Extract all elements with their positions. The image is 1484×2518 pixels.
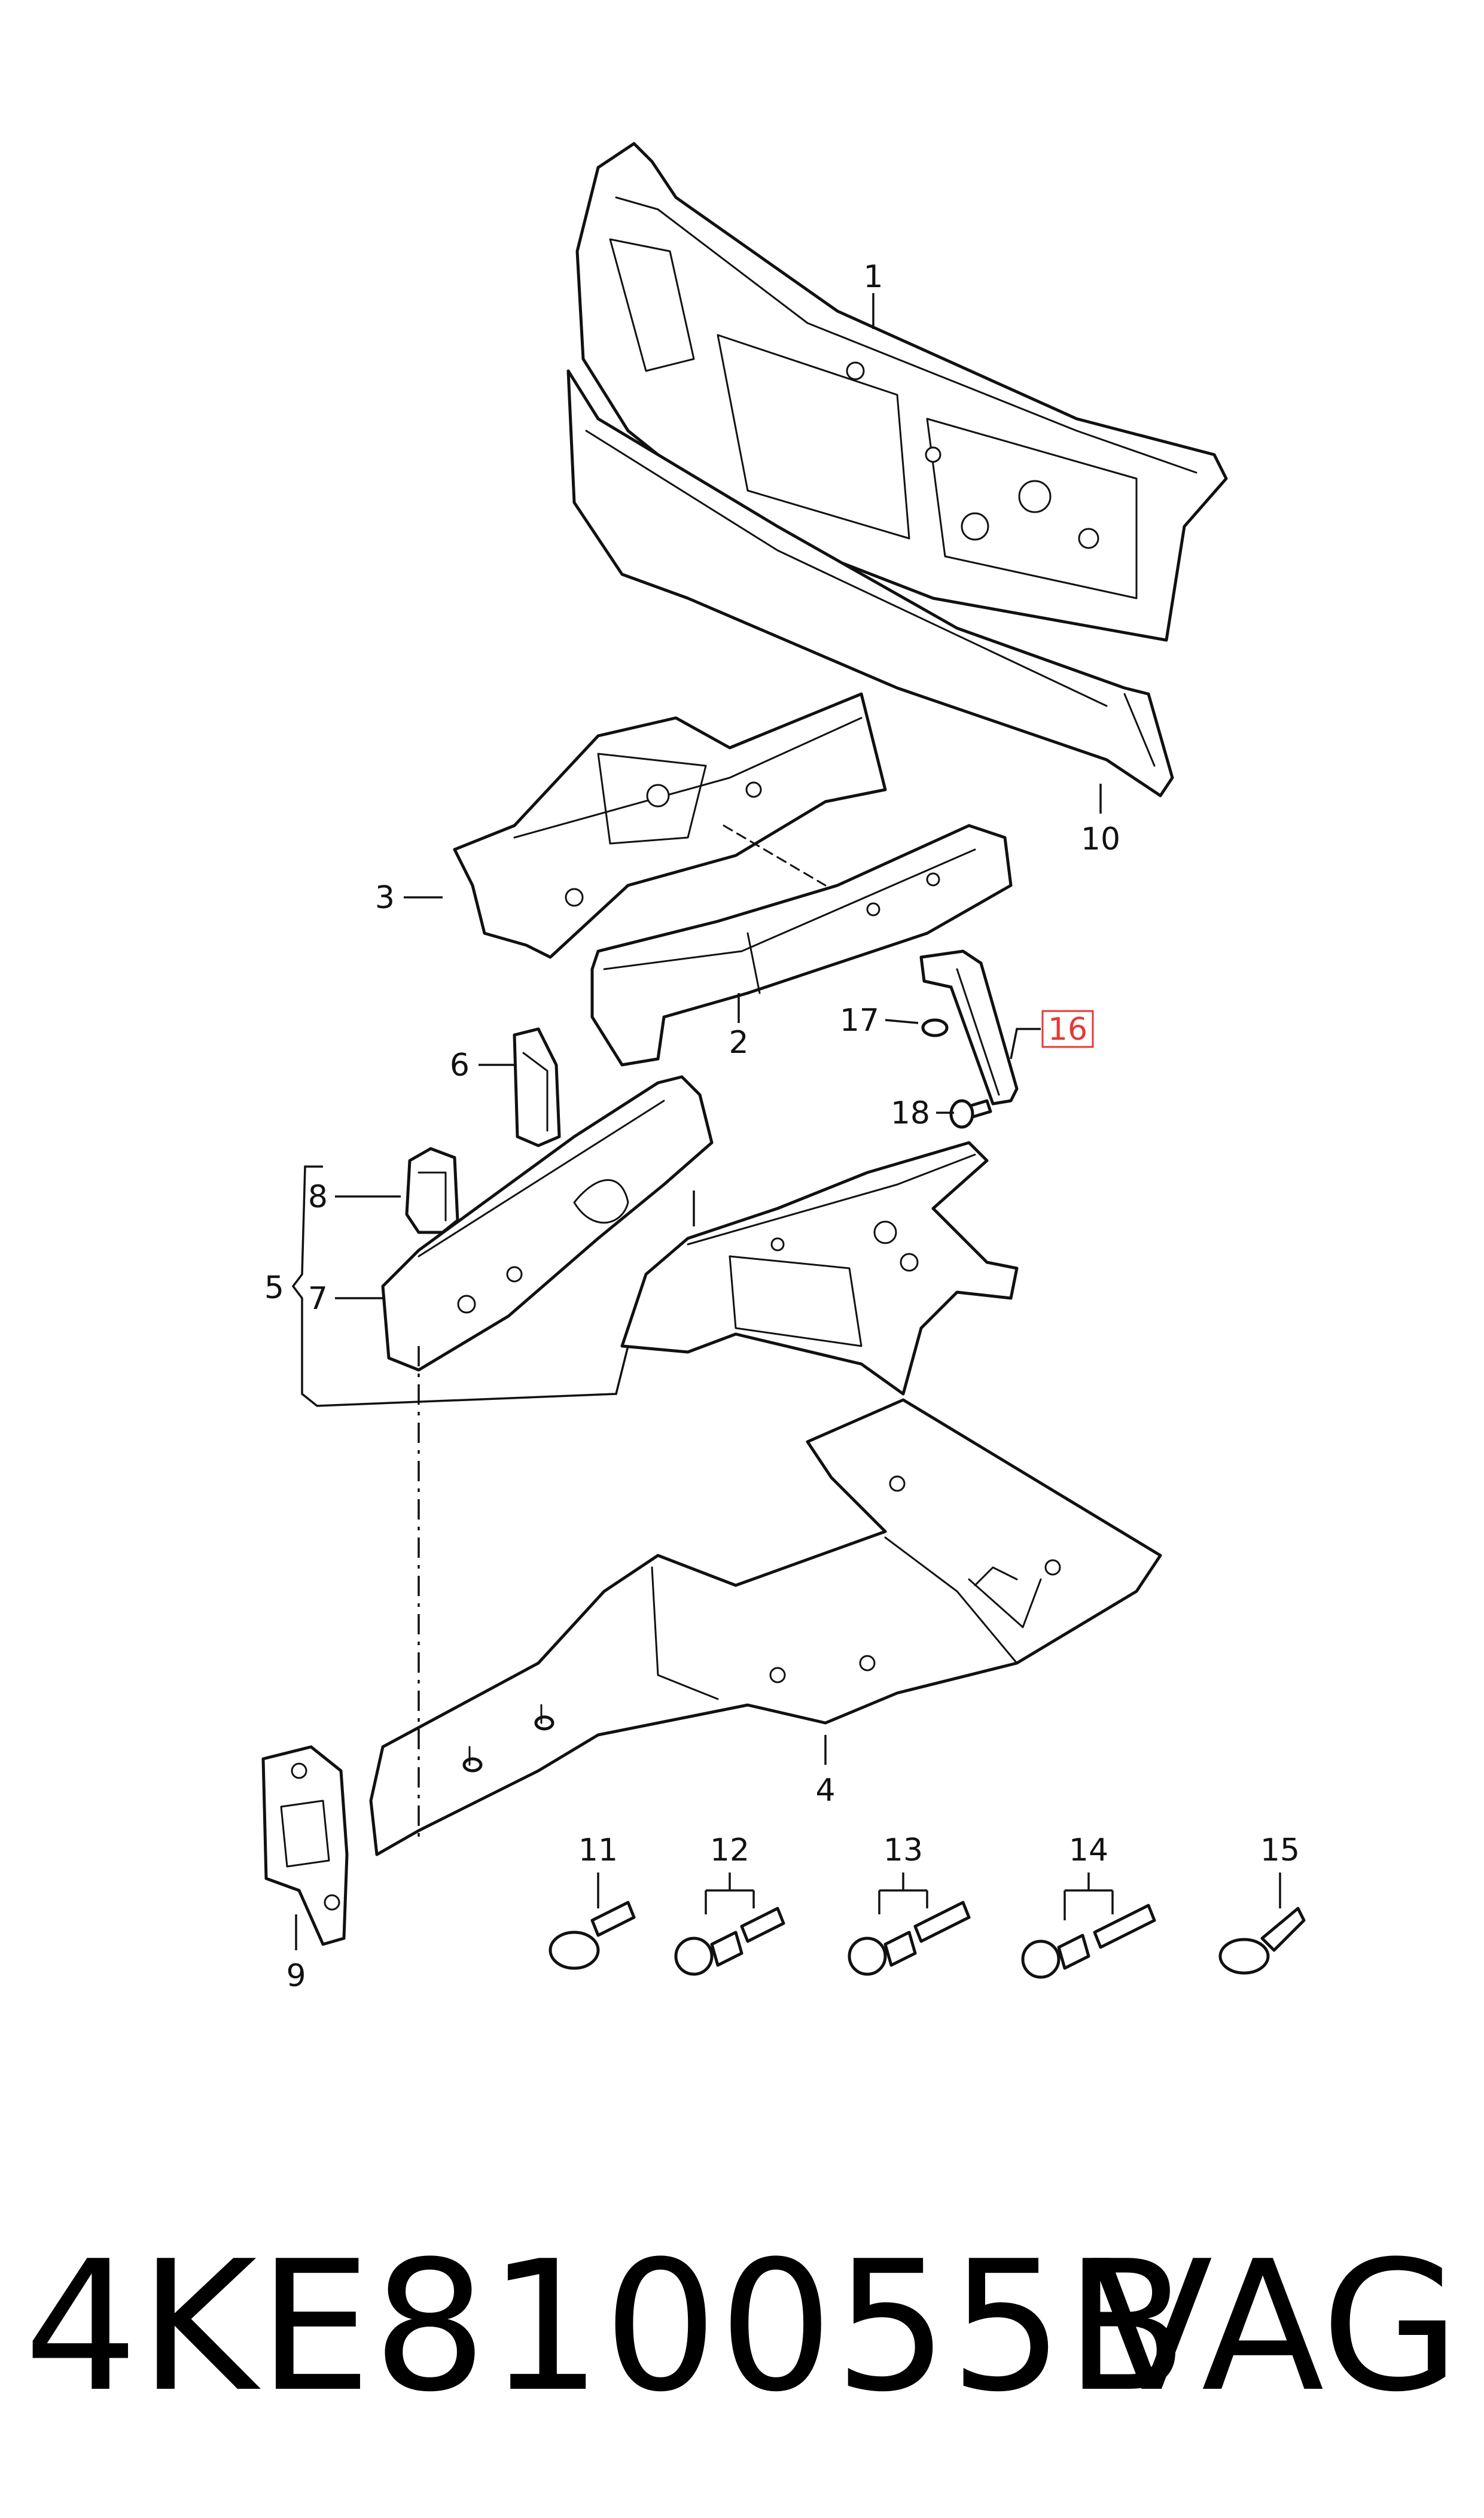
callout-12: 12 (710, 1832, 749, 1868)
dashed-link-3-2 (723, 824, 827, 887)
part-10-lower-cowl (566, 369, 1174, 797)
part-12-bolt-set (674, 1907, 785, 1976)
part-5-wheelhouse (620, 1141, 1019, 1396)
callout-16: 16 (1048, 1012, 1087, 1048)
part-6-bracket (513, 1027, 561, 1147)
callout-15: 15 (1260, 1832, 1300, 1868)
callout-13: 13 (883, 1832, 923, 1868)
part-15-clip (1218, 1907, 1306, 1975)
part-16-bracket (919, 949, 1019, 1106)
callout-1: 1 (863, 259, 883, 295)
callout-5: 5 (264, 1270, 284, 1306)
callout-10: 10 (1081, 821, 1120, 857)
callout-4: 4 (815, 1773, 835, 1808)
brand-label: VAG (1090, 2222, 1460, 2431)
callout-6: 6 (450, 1048, 470, 1083)
part-18-bolt (949, 1099, 992, 1129)
callout-14: 14 (1069, 1832, 1108, 1868)
leader-12 (705, 1872, 755, 1914)
part-17-nut (921, 1018, 949, 1037)
callout-17: 17 (840, 1003, 879, 1039)
leader-5-bracket (291, 1165, 629, 1407)
part-8-mount (405, 1147, 459, 1234)
leader-16 (1010, 1028, 1041, 1059)
callout-11: 11 (578, 1832, 618, 1868)
part-2-longitudinal-member (590, 824, 1013, 1067)
callout-16-highlight-box (1041, 1010, 1094, 1048)
callout-3: 3 (375, 880, 395, 916)
part-7-lower-rail (381, 1075, 714, 1372)
part-14-bolt-set (1021, 1904, 1156, 1979)
part-11-bolt (548, 1901, 636, 1970)
part-number-label: 4KE810055B (24, 2222, 1190, 2431)
callout-2: 2 (729, 1025, 748, 1061)
callout-7: 7 (308, 1281, 328, 1317)
leader-17 (885, 1019, 919, 1024)
part-4-floor-panel (369, 1398, 1162, 1856)
callout-18: 18 (891, 1095, 930, 1131)
part-13-bolt-set (848, 1901, 971, 1976)
part-3-upper-rail (453, 692, 887, 959)
part-9-plate (261, 1745, 349, 1946)
leader-14 (1064, 1872, 1114, 1920)
callout-9: 9 (286, 1958, 306, 1994)
leader-13 (878, 1872, 928, 1914)
callout-8: 8 (308, 1179, 328, 1215)
